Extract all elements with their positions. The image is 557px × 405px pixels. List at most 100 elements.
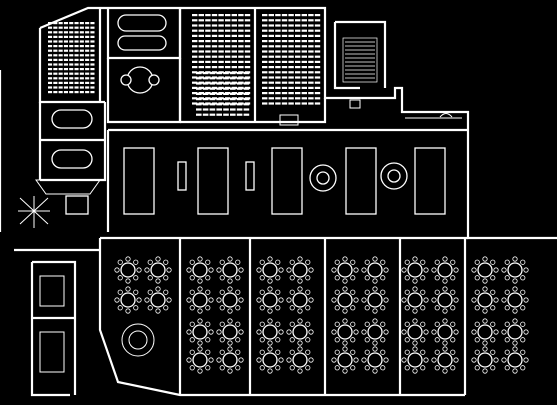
- theatre-seat: [58, 72, 63, 75]
- banquet-round-tables: [114, 256, 529, 374]
- chair: [504, 259, 510, 265]
- theatre-seat: [211, 40, 218, 43]
- theatre-seat: [314, 102, 321, 105]
- theatre-seat: [48, 40, 53, 43]
- chair: [423, 297, 429, 303]
- chair: [350, 289, 356, 295]
- theatre-seat: [275, 102, 281, 105]
- theatre-seat: [205, 24, 211, 27]
- theatre-seat: [275, 14, 281, 17]
- theatre-seat: [90, 81, 95, 84]
- theatre-seat: [308, 50, 314, 53]
- chair: [235, 365, 241, 371]
- hall-long-tables: [123, 147, 446, 215]
- theatre-seat: [288, 14, 294, 17]
- chair: [147, 289, 153, 295]
- theatre-seat: [262, 71, 268, 74]
- theatre-seat: [275, 66, 281, 69]
- theatre-seat: [58, 63, 63, 66]
- theatre-seat: [63, 45, 68, 48]
- theatre-seat: [63, 81, 68, 84]
- chair: [364, 305, 370, 311]
- theatre-seat: [211, 24, 218, 27]
- chair: [380, 275, 386, 281]
- chair: [205, 275, 211, 281]
- theatre-seat: [288, 71, 294, 74]
- chair: [219, 275, 225, 281]
- theatre-seat: [223, 108, 229, 111]
- chair: [490, 349, 496, 355]
- chair: [434, 365, 440, 371]
- theatre-seat: [58, 77, 63, 80]
- chair: [490, 289, 496, 295]
- misc-fixtures: [18, 99, 453, 373]
- round-table: [407, 324, 423, 340]
- chair: [208, 329, 214, 335]
- chair: [147, 275, 153, 281]
- theatre-seat: [202, 98, 209, 101]
- theatre-seat: [225, 24, 231, 27]
- chair: [205, 337, 211, 343]
- theatre-seat: [48, 58, 53, 61]
- round-table: [367, 324, 383, 340]
- chair: [216, 297, 222, 303]
- theatre-seat: [192, 66, 198, 69]
- theatre-seat: [288, 97, 294, 100]
- theatre-seat: [288, 76, 294, 79]
- chair: [490, 337, 496, 343]
- chair: [520, 337, 526, 343]
- chair: [412, 368, 418, 374]
- theatre-seat: [225, 14, 231, 17]
- theatre-seat: [295, 102, 301, 105]
- round-table: [407, 292, 423, 308]
- theatre-seat: [196, 72, 202, 75]
- theatre-seat: [63, 68, 68, 71]
- chair: [286, 297, 292, 303]
- theatre-seat: [238, 24, 244, 27]
- theatre-seat: [53, 40, 58, 43]
- chair: [297, 286, 303, 292]
- chair: [197, 286, 203, 292]
- theatre-seat: [223, 72, 229, 75]
- theatre-seat: [79, 49, 84, 52]
- theatre-seat: [79, 68, 84, 71]
- chair: [133, 289, 139, 295]
- chair: [275, 337, 281, 343]
- chair: [520, 349, 526, 355]
- theatre-seat: [218, 66, 224, 69]
- theatre-seat: [288, 86, 294, 89]
- chair: [256, 267, 262, 273]
- chair: [380, 289, 386, 295]
- chair: [308, 297, 314, 303]
- theatre-seat: [314, 45, 321, 48]
- theatre-seat: [58, 58, 63, 61]
- theatre-seat: [69, 26, 74, 29]
- chair: [431, 329, 437, 335]
- theatre-seat: [58, 68, 63, 71]
- chair: [412, 278, 418, 284]
- chair: [197, 368, 203, 374]
- round-table: [262, 262, 278, 278]
- theatre-seat: [236, 113, 243, 116]
- theatre-seat: [314, 14, 321, 17]
- round-table: [507, 292, 523, 308]
- round-table: [367, 352, 383, 368]
- chair: [401, 329, 407, 335]
- theatre-seat: [48, 49, 53, 52]
- theatre-seat: [225, 34, 231, 37]
- chair: [305, 305, 311, 311]
- chair: [450, 321, 456, 327]
- theatre-seat: [301, 60, 307, 63]
- theatre-seat: [53, 26, 58, 29]
- chair: [442, 278, 448, 284]
- chair: [186, 357, 192, 363]
- chair: [275, 305, 281, 311]
- chair: [383, 329, 389, 335]
- theatre-seat: [58, 86, 63, 89]
- chair: [144, 267, 150, 273]
- theatre-seat: [223, 87, 229, 90]
- chair: [289, 289, 295, 295]
- round-table: [222, 262, 238, 278]
- theatre-seat: [295, 29, 301, 32]
- theatre-seat: [281, 86, 288, 89]
